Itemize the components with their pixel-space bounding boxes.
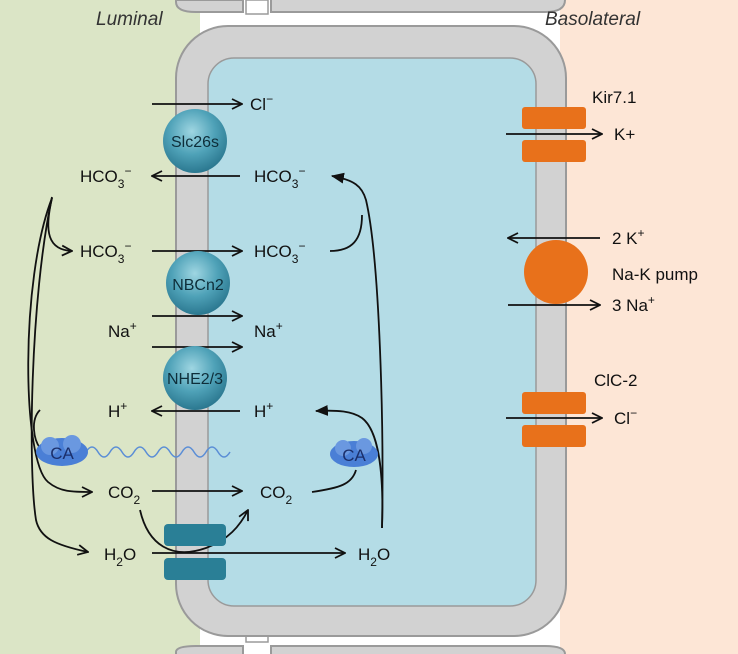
ca-wavy-link — [85, 446, 231, 458]
clc2-ion-label: Cl− — [614, 406, 637, 428]
hco3-luminal-2: HCO3− — [80, 239, 131, 266]
h-cell: H+ — [254, 399, 273, 421]
pump-k-label: 2 K+ — [612, 226, 645, 248]
slc26s-transporter: Slc26s — [163, 109, 227, 173]
h-luminal: H+ — [108, 399, 127, 421]
basolateral-header: Basolateral — [545, 9, 641, 30]
h2o-to-hco3-arrow — [330, 172, 384, 529]
h2o-cell: H2O — [358, 545, 390, 569]
aquaporin-channel — [164, 524, 226, 580]
kir7-label: Kir7.1 — [592, 88, 636, 107]
hco3-cell-loop — [329, 214, 363, 252]
na-cell: Na+ — [254, 319, 283, 341]
na-k-pump — [524, 240, 588, 304]
h2o-to-h-arrow — [314, 405, 384, 529]
clc2-channel — [522, 392, 586, 447]
clc2-label: ClC-2 — [594, 371, 637, 390]
cl-label-top: Cl− — [250, 92, 273, 114]
luminal-curve-to-h2o — [30, 196, 88, 552]
co2-cell-curve — [311, 469, 357, 493]
co2-luminal: CO2 — [108, 483, 141, 507]
hco3-luminal-1: HCO3− — [80, 164, 131, 191]
luminal-curve-to-co2 — [27, 197, 92, 492]
co2-transcellular-arrow — [139, 510, 248, 553]
kir7-ion-label: K+ — [614, 125, 635, 144]
nhe-label: NHE2/3 — [167, 371, 223, 388]
ca-left-label: CA — [50, 444, 74, 463]
ca-enzyme-left: CA — [36, 435, 231, 466]
nhe-transporter: NHE2/3 — [163, 346, 227, 410]
basolateral-region — [560, 0, 738, 654]
luminal-curve-hco3 — [47, 197, 72, 251]
kir7-channel — [522, 107, 586, 162]
hco3-cell-1: HCO3− — [254, 164, 305, 191]
luminal-header: Luminal — [96, 9, 163, 30]
na-luminal: Na+ — [108, 319, 137, 341]
nbcn2-transporter: NBCn2 — [166, 251, 230, 315]
h2o-luminal: H2O — [104, 545, 136, 569]
ca-right-label: CA — [342, 446, 366, 465]
pump-na-label: 3 Na+ — [612, 293, 655, 315]
co2-cell: CO2 — [260, 483, 293, 507]
tight-junction-top — [245, 0, 269, 15]
ca-enzyme-right: CA — [330, 438, 378, 467]
slc26s-label: Slc26s — [171, 134, 219, 151]
luminal-curve-h — [33, 409, 41, 449]
cell-cytoplasm — [207, 57, 537, 607]
nbcn2-label: NBCn2 — [172, 277, 224, 294]
pump-label: Na-K pump — [612, 265, 698, 284]
hco3-cell-2: HCO3− — [254, 239, 305, 266]
